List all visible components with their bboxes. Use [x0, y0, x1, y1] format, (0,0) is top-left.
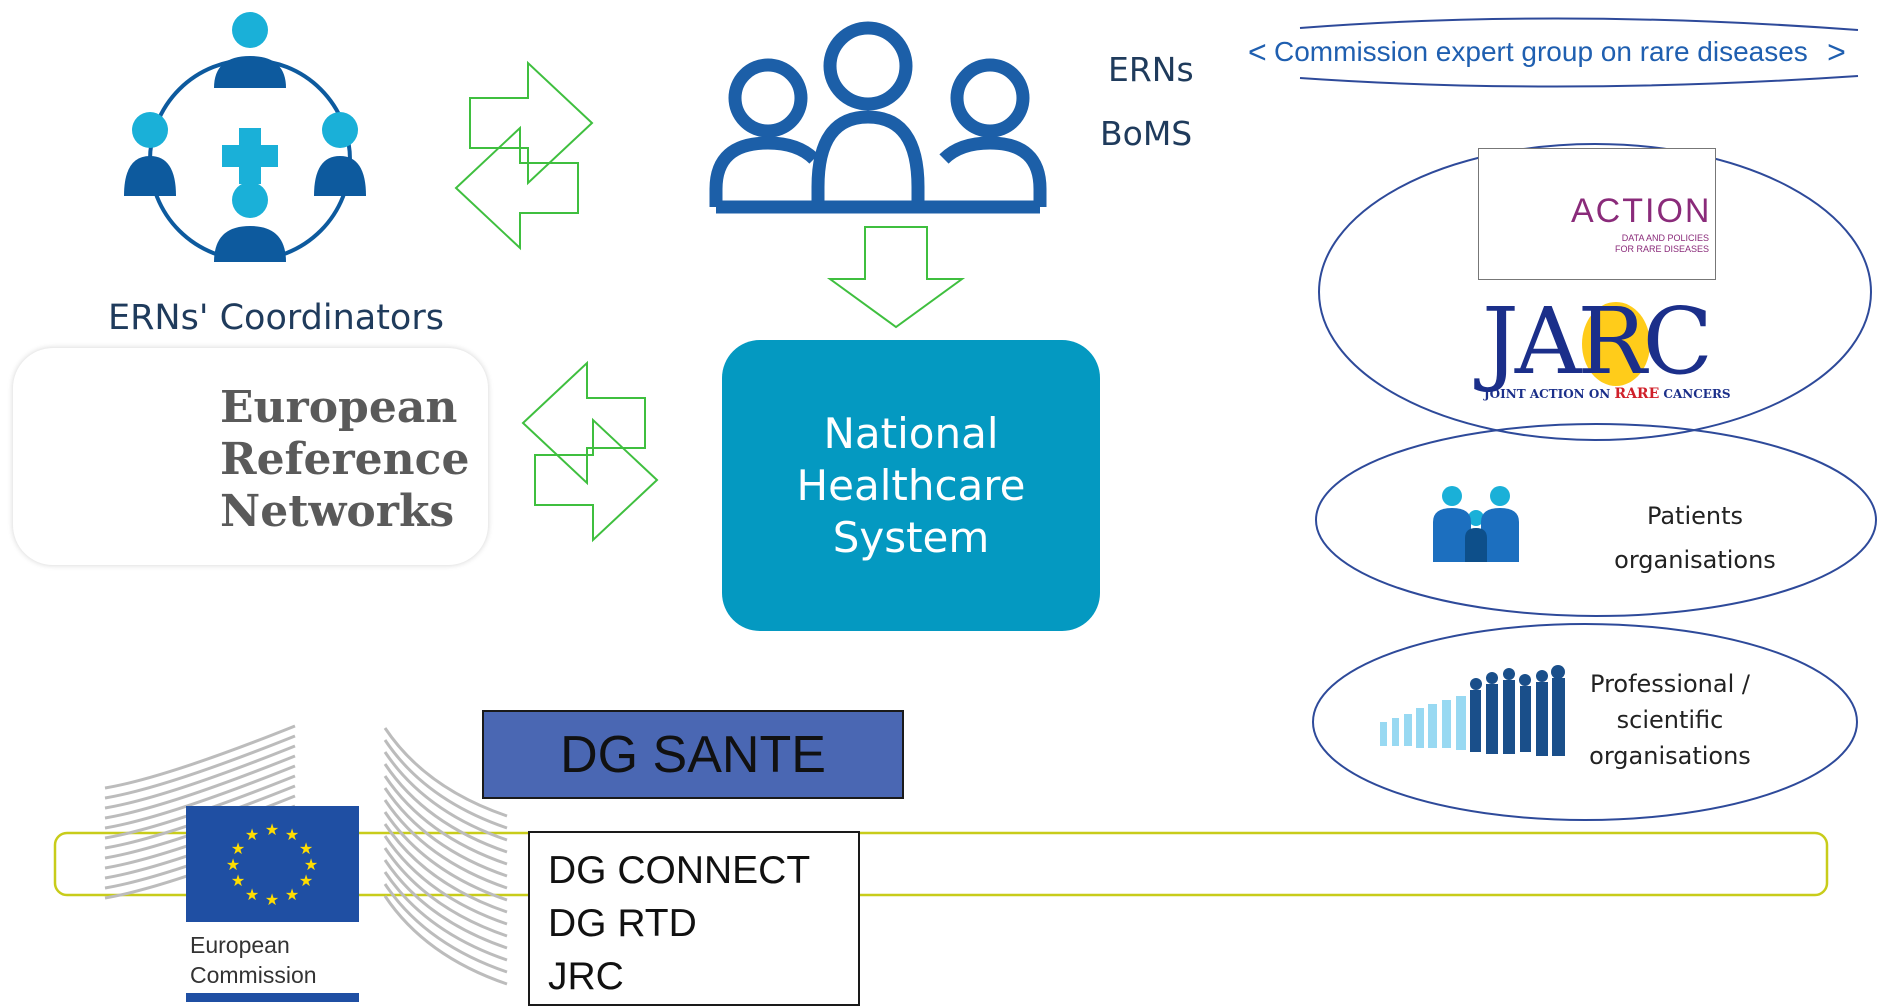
professional-crowd-icon: [1380, 665, 1565, 756]
svg-text:★: ★: [299, 839, 313, 858]
left-bracket: <: [1248, 34, 1267, 70]
patients-ellipse: [1315, 423, 1877, 617]
erns-label: ERNs: [1108, 50, 1194, 89]
dg-list-box: DG CONNECT DG RTD JRC: [528, 831, 860, 1006]
svg-text:★: ★: [231, 871, 245, 890]
svg-text:★: ★: [299, 871, 313, 890]
national-healthcare-system-label: National Healthcare System: [796, 408, 1026, 562]
exchange-arrows-bottom: [521, 360, 659, 543]
national-healthcare-system-box: National Healthcare System: [722, 340, 1100, 631]
european-commission-logo: ★★★ ★★★ ★★★ ★★★: [104, 724, 508, 1002]
rd-action-name: ACTION: [1571, 192, 1712, 230]
ern-logo: European Reference Networks: [13, 348, 488, 565]
yellow-bar: [53, 831, 1829, 897]
ern-logo-text: European Reference Networks: [220, 382, 470, 537]
jarc-subtitle-suffix: CANCERS: [1659, 387, 1731, 401]
dg-list-item: DG CONNECT: [548, 849, 811, 892]
rd-action-logo: RD ACTION DATA AND POLICIES FOR RARE DIS…: [1478, 148, 1716, 280]
rd-action-mark: RD: [1523, 199, 1558, 226]
expert-group-lens: [1299, 17, 1859, 88]
svg-text:★: ★: [226, 855, 240, 874]
commission-expert-group: < Commission expert group on rare diseas…: [1248, 34, 1846, 70]
rd-action-subtitle: DATA AND POLICIES FOR RARE DISEASES: [1614, 233, 1709, 254]
european-commission-label: European Commission: [190, 932, 317, 988]
people-group-icon: [709, 21, 1047, 214]
dg-list-item: DG RTD: [548, 902, 697, 945]
svg-text:★: ★: [265, 820, 279, 839]
dg-sante-label: DG SANTE: [560, 725, 826, 784]
jarc-subtitle-rare: RARE: [1614, 386, 1660, 402]
coordinators-network-icon: [124, 12, 366, 262]
dg-list-item: JRC: [548, 955, 624, 998]
svg-text:★: ★: [231, 839, 245, 858]
jarc-subtitle-prefix: JOINT ACTION ON: [1484, 387, 1615, 401]
svg-text:★: ★: [285, 885, 299, 904]
professional-ellipse: [1312, 623, 1858, 821]
svg-text:★: ★: [304, 855, 318, 874]
right-bracket: >: [1827, 34, 1846, 70]
actions-ellipse: [1318, 143, 1872, 441]
dg-sante-box: DG SANTE: [482, 710, 904, 799]
patients-organisations-label: Patients organisations: [1614, 502, 1776, 574]
commission-expert-group-label: Commission expert group on rare diseases: [1274, 36, 1808, 67]
jarc-logo-text: JARC: [1482, 288, 1713, 395]
boms-label: BoMS: [1100, 114, 1193, 153]
jarc-subtitle: JOINT ACTION ON RARE CANCERS: [1484, 386, 1731, 402]
down-arrow: [826, 226, 966, 329]
professional-organisations-label: Professional / scientific organisations: [1589, 670, 1751, 770]
jarc-blob-icon: [1582, 302, 1650, 386]
svg-text:★: ★: [245, 825, 259, 844]
coordinators-label: ERNs' Coordinators: [108, 298, 444, 338]
patients-icon: [1433, 486, 1519, 562]
svg-text:★: ★: [265, 890, 279, 909]
svg-text:★: ★: [285, 825, 299, 844]
svg-text:★: ★: [245, 885, 259, 904]
exchange-arrows-top: [454, 60, 594, 251]
